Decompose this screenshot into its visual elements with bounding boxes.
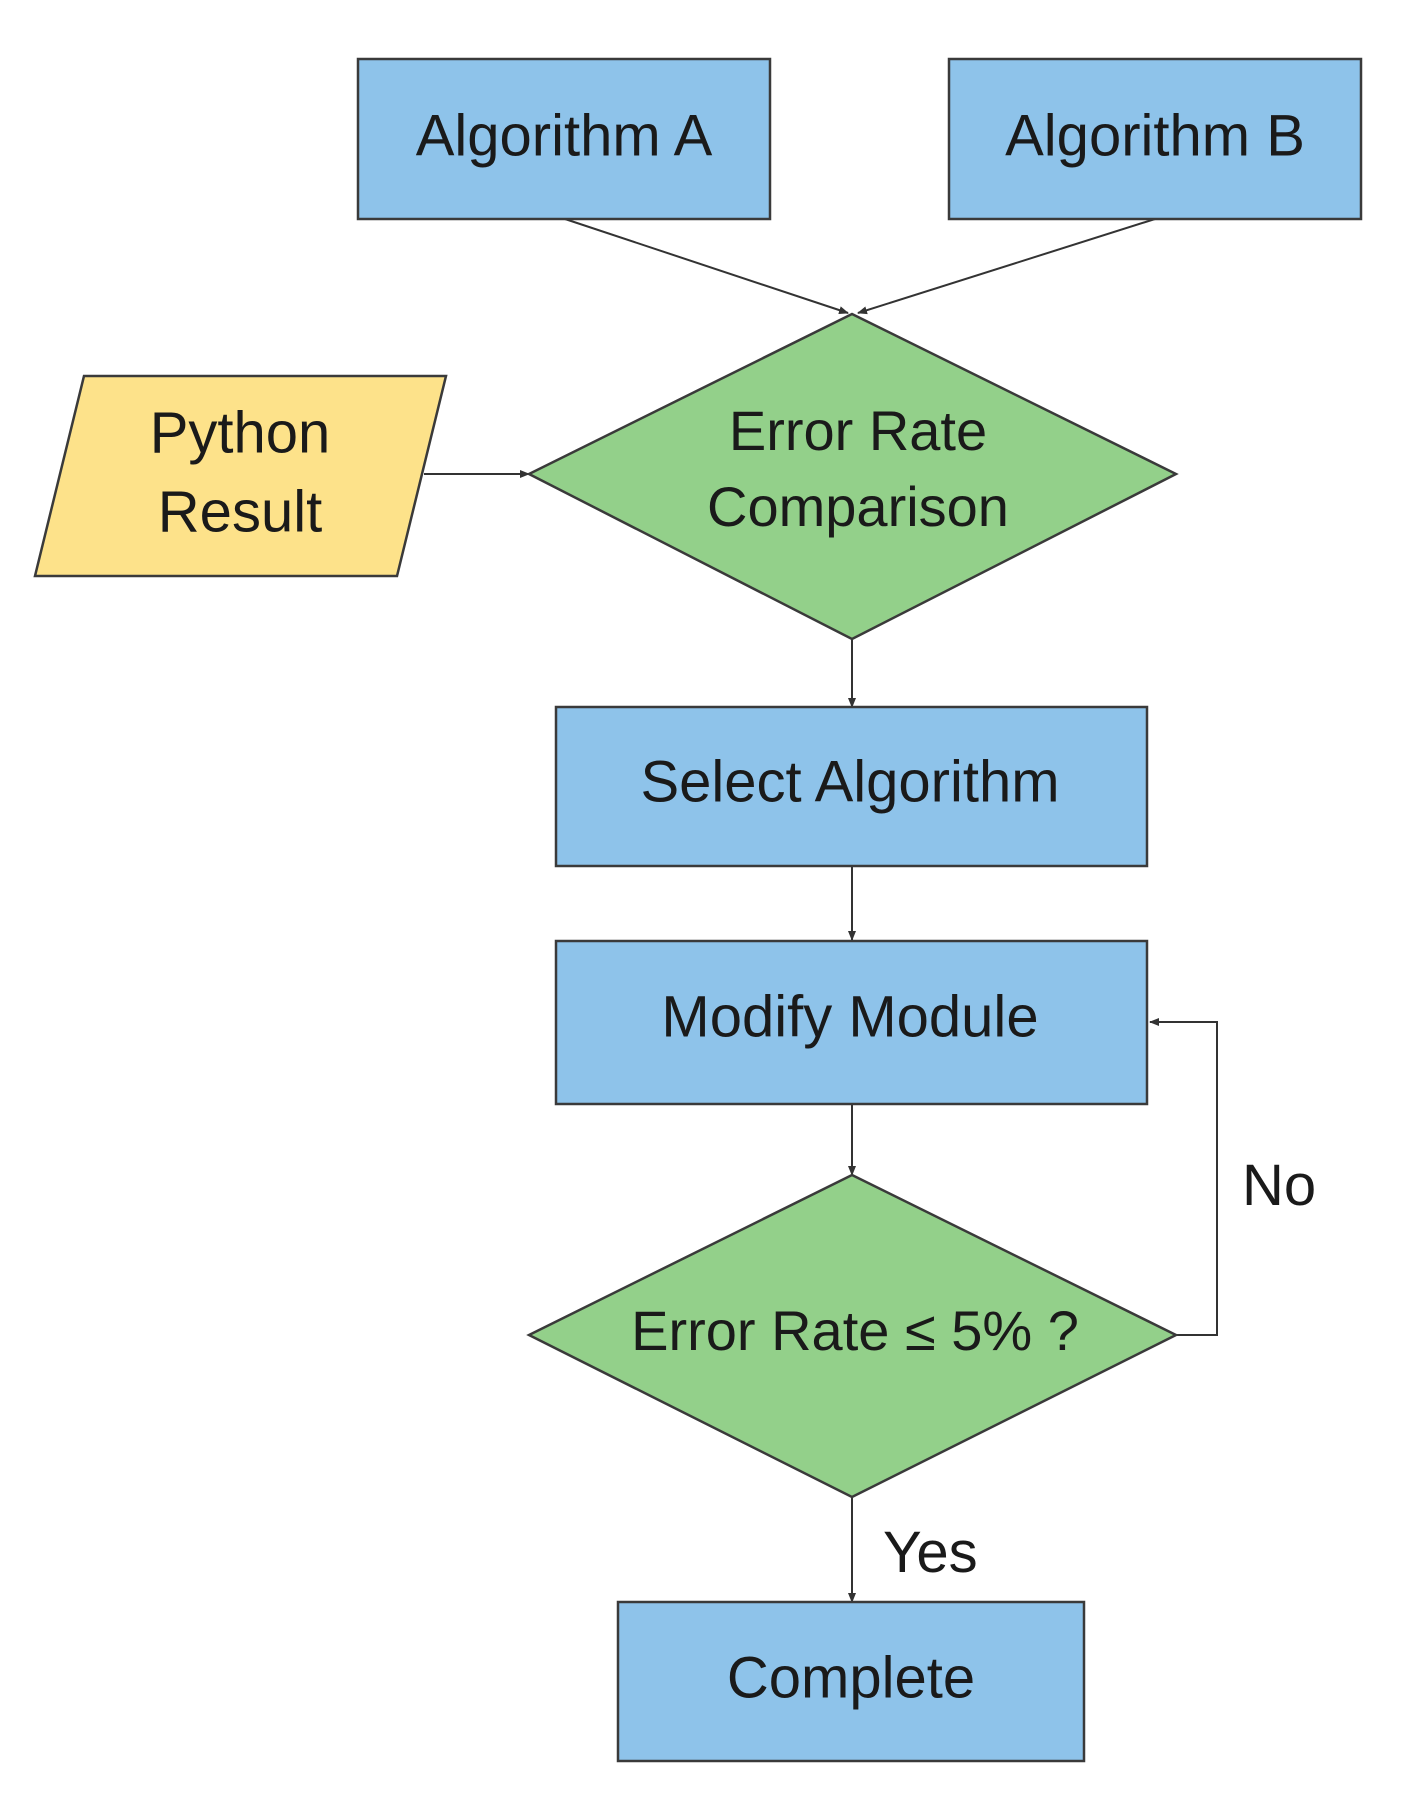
complete-box	[616, 1600, 1086, 1763]
algorithm-a-box	[356, 57, 772, 221]
modify-module-label: Modify Module	[661, 984, 1038, 1049]
modify-module-box	[554, 939, 1149, 1106]
error-rate-comparison-label-line1: Error Rate	[729, 399, 987, 462]
edge-algorithm-a-to-comparison	[564, 218, 849, 314]
error-rate-check-label: Error Rate ≤ 5% ?	[631, 1299, 1079, 1362]
algorithm-b-node: Algorithm B	[947, 57, 1363, 221]
error-rate-comparison-label-line2: Comparison	[707, 475, 1009, 538]
edge-check-no-to-modify	[1149, 1018, 1218, 1336]
edge-label-yes: Yes	[883, 1520, 978, 1585]
edge-algorithm-b-to-comparison	[857, 218, 1156, 315]
python-result-shape	[33, 374, 448, 578]
python-result-node: Python Result	[33, 374, 448, 578]
algorithm-b-box	[947, 57, 1363, 221]
complete-label: Complete	[727, 1645, 975, 1710]
error-rate-check-diamond	[526, 1173, 1179, 1499]
python-result-label-line2: Result	[158, 479, 322, 544]
edges	[424, 218, 1218, 1603]
error-rate-comparison-diamond	[526, 312, 1179, 641]
error-rate-check-node: Error Rate ≤ 5% ?	[526, 1173, 1179, 1499]
algorithm-b-label: Algorithm B	[1005, 103, 1305, 168]
algorithm-a-label: Algorithm A	[416, 103, 713, 168]
modify-module-node: Modify Module	[554, 939, 1149, 1106]
algorithm-a-node: Algorithm A	[356, 57, 772, 221]
select-algorithm-node: Select Algorithm	[554, 705, 1149, 868]
python-result-label-line1: Python	[150, 400, 331, 465]
edge-label-no: No	[1242, 1153, 1316, 1218]
complete-node: Complete	[616, 1600, 1086, 1763]
select-algorithm-box	[554, 705, 1149, 868]
select-algorithm-label: Select Algorithm	[640, 749, 1059, 814]
error-rate-comparison-node: Error Rate Comparison	[526, 312, 1179, 641]
